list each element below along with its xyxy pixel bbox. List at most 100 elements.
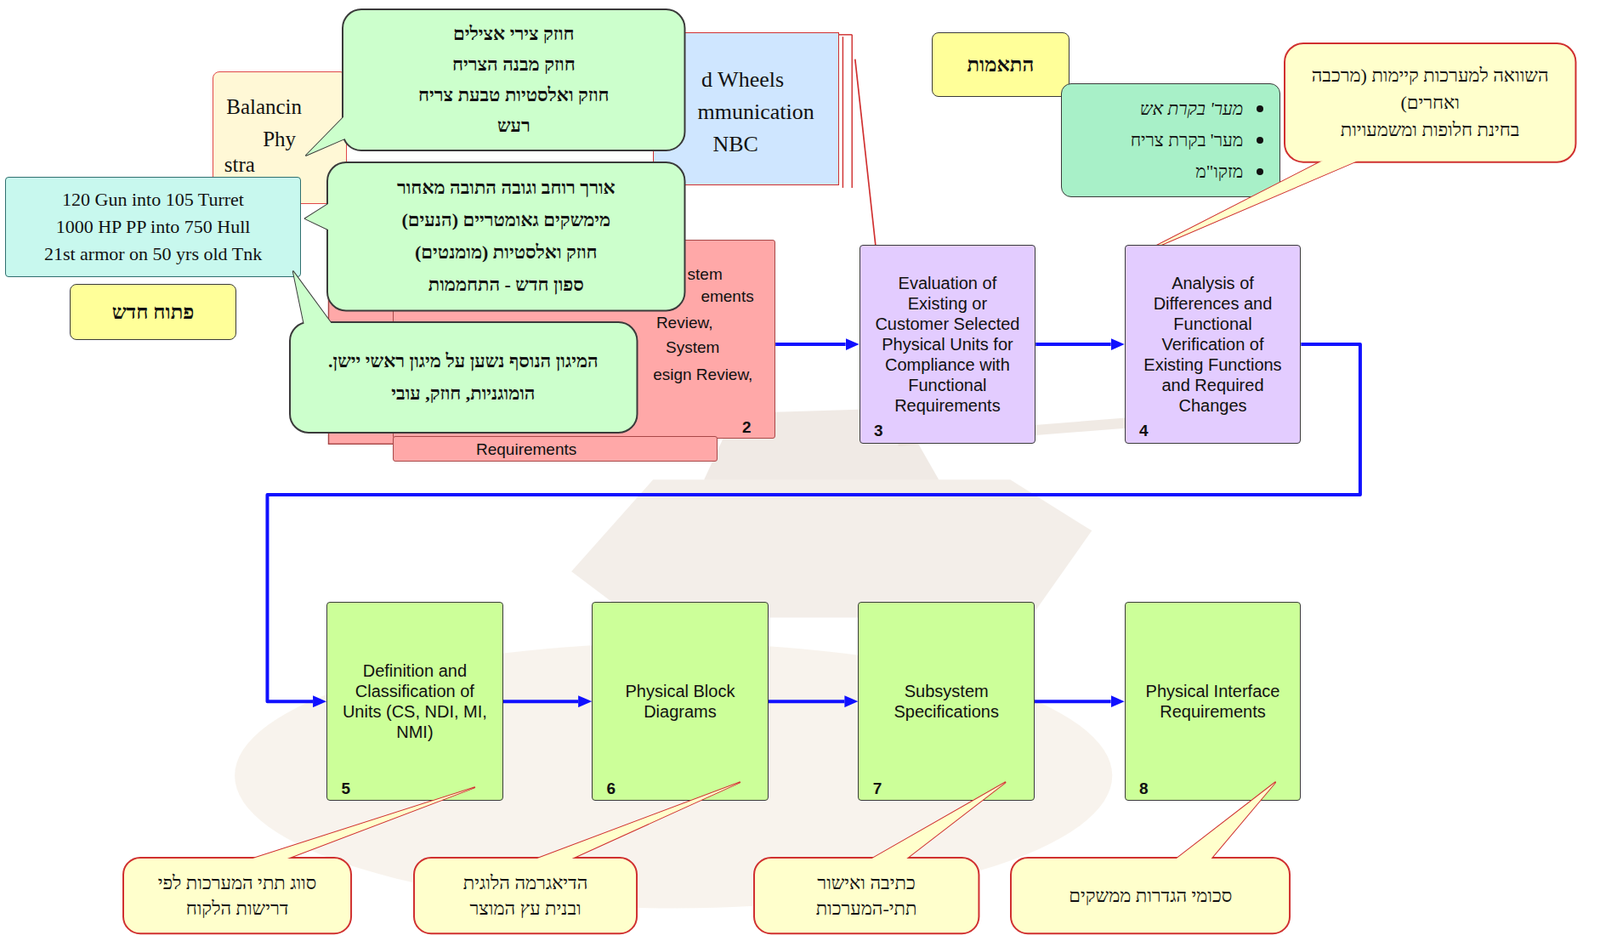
- note-callout: סווג תתי המערכות לפי דרישות הלקוח: [122, 856, 352, 935]
- text-stack: סכומי הגדרות ממשקים: [1068, 883, 1232, 909]
- bubble-pointer: [1173, 782, 1276, 863]
- node-text: Review,: [656, 312, 714, 334]
- text-stack: Analysis of Differences and Functional V…: [1134, 272, 1292, 416]
- node-text: Evaluation of Existing or Customer Selec…: [868, 272, 1027, 416]
- node-text: Phy: [262, 125, 296, 153]
- node-text: 1000 HP PP into 750 Hull: [44, 213, 262, 241]
- flow-arrow: [503, 699, 579, 704]
- node-text: מער' בקרת צריח: [1069, 124, 1272, 157]
- text-stack: Subsystem Specifications: [868, 680, 1026, 722]
- bubble-body: [342, 9, 685, 151]
- node-text: Requirements: [476, 439, 577, 460]
- node-text: מימשקים גאומטריים (הנעים): [397, 204, 616, 237]
- text-stack: Physical Block Diagrams: [601, 680, 759, 722]
- node-text: המיגון הנוסף נשען על מיגון ראשי יישן.: [323, 345, 604, 378]
- node-body: השוואה למערכות קיימות (מרכבה ואחרים)בחינ…: [1283, 42, 1577, 164]
- node-text: ספון חדש - התחממות: [397, 268, 616, 301]
- flow-arrow: [775, 342, 846, 347]
- flow-arrow: [1034, 699, 1112, 704]
- bubble-join: [244, 788, 475, 863]
- note-callout: סכומי הגדרות ממשקים: [1009, 856, 1291, 935]
- frame-line: [851, 34, 852, 188]
- node-text: Physical Block Diagrams: [601, 680, 759, 722]
- tank-hull: [571, 479, 1092, 618]
- node-text: סווג תתי המערכות לפי דרישות הלקוח: [152, 870, 323, 922]
- node-text: חוזק מבנה הצריח: [418, 49, 610, 80]
- bubble-pointer: [292, 271, 333, 326]
- bubble-body: [1284, 43, 1576, 163]
- review-box: Requirements: [392, 436, 718, 462]
- bubble-body: [414, 857, 637, 934]
- speech-bubble: המיגון הנוסף נשען על מיגון ראשי יישן.הומ…: [289, 321, 638, 434]
- process-box: Evaluation of Existing or Customer Selec…: [859, 244, 1037, 444]
- text-stack: סווג תתי המערכות לפי דרישות הלקוח: [152, 870, 323, 922]
- bubble-pointer: [244, 788, 475, 863]
- process-box: Definition and Classification of Units (…: [326, 601, 504, 801]
- node-body: Physical Block Diagrams: [592, 602, 768, 800]
- text-stack: 120 Gun into 105 Turret1000 HP PP into 7…: [44, 186, 262, 268]
- step-number: 8: [1139, 779, 1149, 799]
- bubble-join: [292, 271, 333, 326]
- frame-line: [842, 36, 844, 188]
- process-box: Physical Block Diagrams6: [591, 601, 769, 801]
- node-text: mmunication: [697, 96, 815, 125]
- node-body: הדיאגרמה הלוגית ובנית עץ המוצר: [413, 856, 638, 935]
- node-text: Definition and Classification of Units (…: [335, 660, 494, 743]
- tag-label: פתוח חדש: [69, 283, 238, 341]
- speech-bubble: חוזק צירי אציליםחוזק מבנה הצריחחוזק ואלס…: [341, 8, 686, 152]
- note-callout: השוואה למערכות קיימות (מרכבה ואחרים)בחינ…: [1283, 42, 1577, 164]
- node-body: סווג תתי המערכות לפי דרישות הלקוח: [122, 856, 352, 935]
- node-text: Analysis of Differences and Functional V…: [1134, 272, 1292, 416]
- bubble-body: [123, 857, 352, 934]
- bubble-body: [754, 857, 979, 934]
- node-text: Balancin: [226, 92, 302, 120]
- list-box: מער' בקרת אשמער' בקרת צריחמזקו"מ: [1060, 83, 1281, 197]
- bubble-body: [327, 162, 685, 311]
- bubble-outline: [122, 856, 352, 935]
- node-text: esign Review,: [652, 364, 753, 386]
- node-text: Physical Interface Requirements: [1134, 680, 1292, 722]
- bubble-pointer: [306, 113, 347, 155]
- node-text: רעש: [418, 110, 610, 142]
- speech-bubble: אורך רוחב וגובה התובה מאחורמימשקים גאומט…: [326, 161, 686, 312]
- bubble-join: [1142, 158, 1362, 254]
- process-box: Physical Interface Requirements 8: [1124, 601, 1302, 801]
- bubble-join: [305, 202, 331, 232]
- step-number: 7: [873, 779, 883, 799]
- node-body: 120 Gun into 105 Turret1000 HP PP into 7…: [5, 177, 301, 278]
- node-body: פתוח חדש: [70, 284, 237, 340]
- bubble-join: [1173, 782, 1276, 863]
- flow-arrow: [1035, 342, 1111, 347]
- text-stack: חוזק צירי אציליםחוזק מבנה הצריחחוזק ואלס…: [418, 18, 610, 142]
- node-body: Definition and Classification of Units (…: [327, 602, 503, 800]
- node-body: Subsystem Specifications: [858, 602, 1034, 800]
- node-text: מזקו"מ: [1069, 156, 1272, 188]
- bubble-outline: [413, 856, 638, 935]
- node-text: בחינת חלופות ומשמעויות: [1302, 116, 1558, 144]
- node-text: System: [665, 337, 720, 358]
- node-text: התאמות: [966, 51, 1034, 78]
- bubble-join: [306, 113, 347, 155]
- flow-arrow: [768, 699, 846, 704]
- node-body: מער' בקרת אשמער' בקרת צריחמזקו"מ: [1061, 84, 1280, 196]
- text-stack: כתיבה ואישור תתי-המערכות: [785, 870, 948, 922]
- node-body: כתיבה ואישור תתי-המערכות: [753, 856, 980, 935]
- node-text: stra: [224, 151, 256, 178]
- bubble-outline: [289, 321, 638, 434]
- node-text: סכומי הגדרות ממשקים: [1068, 883, 1232, 909]
- text-stack: המיגון הנוסף נשען על מיגון ראשי יישן.הומ…: [323, 345, 604, 410]
- node-text: כתיבה ואישור תתי-המערכות: [785, 870, 948, 922]
- text-stack: הדיאגרמה הלוגית ובנית עץ המוצר: [444, 870, 607, 922]
- node-text: פתוח חדש: [112, 299, 195, 325]
- text-stack: פתוח חדש: [112, 299, 195, 325]
- text-stack: Evaluation of Existing or Customer Selec…: [868, 272, 1027, 416]
- bullet-dot: [1256, 168, 1264, 176]
- process-box: Analysis of Differences and Functional V…: [1124, 244, 1302, 444]
- node-text: stem: [687, 264, 723, 285]
- text-stack: השוואה למערכות קיימות (מרכבה ואחרים)בחינ…: [1302, 62, 1558, 144]
- node-text: 120 Gun into 105 Turret: [44, 186, 262, 214]
- node-text: חוזק ואלסטיות (מומנטים): [397, 236, 616, 269]
- node-text: NBC: [712, 130, 758, 159]
- bubble-join: [530, 782, 740, 863]
